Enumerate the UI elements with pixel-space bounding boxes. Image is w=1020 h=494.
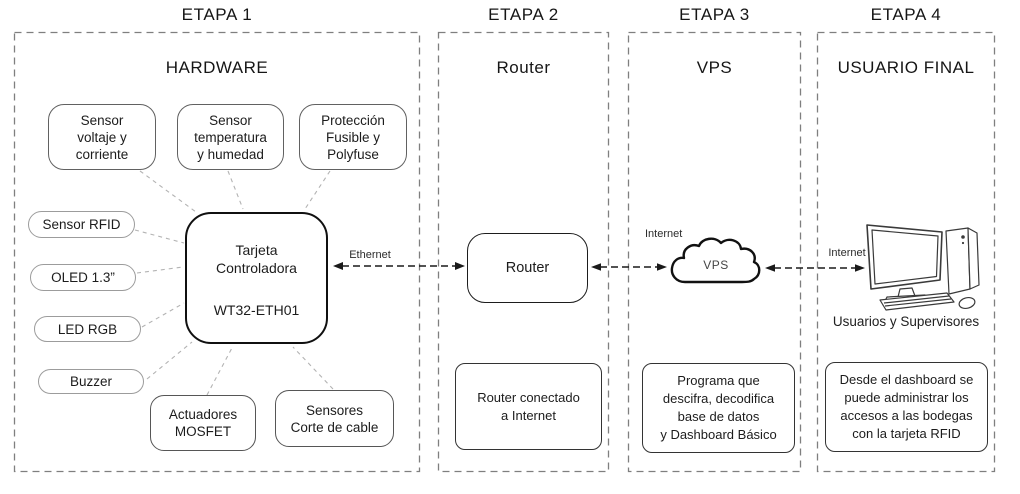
led-rgb-box: LED RGB: [34, 316, 141, 342]
stage-2-title: Router: [496, 58, 551, 77]
user-note: Desde el dashboard se puede administrar …: [825, 362, 988, 452]
controller-box: Tarjeta Controladora WT32-ETH01: [185, 212, 328, 344]
stage-3-header: ETAPA 3: [679, 5, 750, 24]
ethernet-label: Ethernet: [349, 249, 391, 261]
vps-cloud-icon: [670, 237, 761, 284]
stage-4-title: USUARIO FINAL: [837, 58, 975, 77]
vps-cloud-label: VPS: [703, 258, 729, 272]
stage-4-frame: [816, 31, 996, 473]
mosfet-box: Actuadores MOSFET: [150, 395, 256, 451]
vps-note: Programa que descifra, decodifica base d…: [642, 363, 795, 453]
stage-4-header: ETAPA 4: [870, 5, 942, 24]
internet-label-user: Internet: [828, 247, 866, 259]
stage-2-frame: [437, 31, 610, 473]
internet-label-vps: Internet: [645, 228, 683, 240]
protection-box: Protección Fusible y Polyfuse: [299, 104, 407, 170]
cable-sensors-box: Sensores Corte de cable: [275, 390, 394, 447]
stage-2-header: ETAPA 2: [488, 5, 559, 24]
controller-model: WT32-ETH01: [213, 301, 300, 318]
stage-3-title: VPS: [696, 58, 733, 77]
buzzer-box: Buzzer: [38, 369, 144, 394]
sensor-voltage-box: Sensor voltaje y corriente: [48, 104, 156, 170]
sensor-rfid-box: Sensor RFID: [28, 211, 135, 238]
stage-1-frame: [13, 31, 421, 473]
desktop-computer-icon: [866, 224, 980, 311]
users-caption: Usuarios y Supervisores: [832, 314, 980, 329]
connector-lines: [134, 170, 334, 396]
sensor-temperature-box: Sensor temperatura y humedad: [177, 104, 284, 170]
stage-1-header: ETAPA 1: [181, 5, 253, 24]
controller-name: Tarjeta Controladora: [216, 242, 297, 277]
stage-3-frame: [627, 31, 802, 473]
stage-1-title: HARDWARE: [165, 58, 269, 77]
router-node: Router: [467, 233, 588, 303]
arrowheads: [333, 262, 865, 272]
oled-box: OLED 1.3”: [30, 264, 136, 291]
router-note: Router conectado a Internet: [455, 363, 602, 450]
